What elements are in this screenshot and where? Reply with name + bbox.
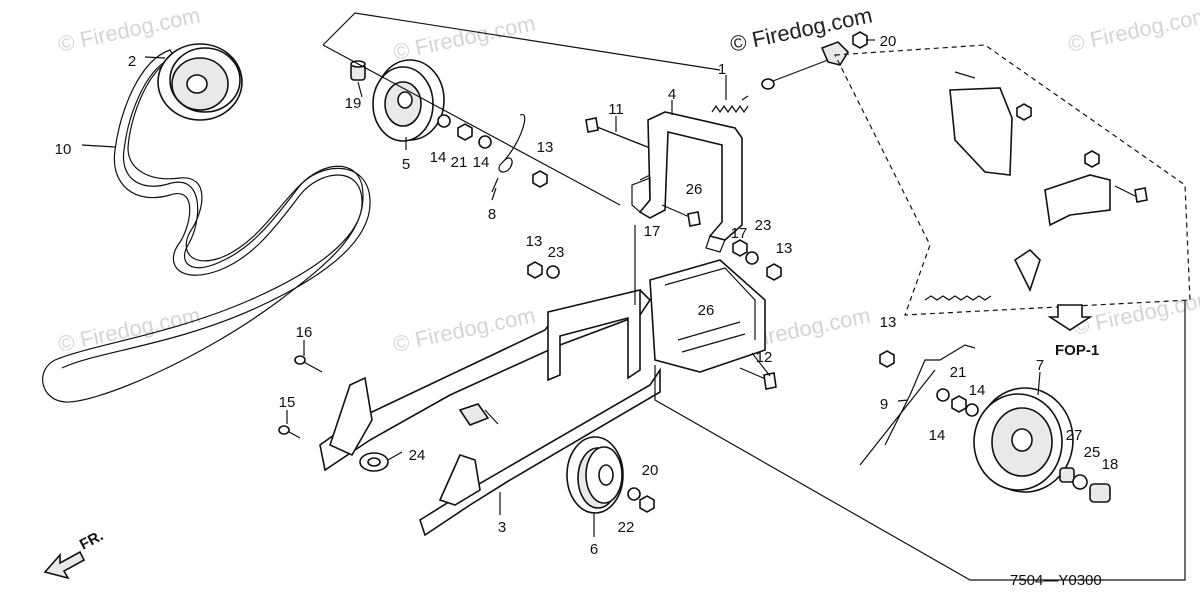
bracket-part-4 <box>631 111 743 253</box>
callout-14: 14 <box>430 149 447 166</box>
callout-26: 26 <box>698 302 715 319</box>
leader-lines <box>81 39 1041 537</box>
reference-label: FOP-1 <box>1055 342 1099 359</box>
callout-14: 14 <box>929 427 946 444</box>
callout-7: 7 <box>1036 357 1044 374</box>
callout-6: 6 <box>590 541 598 558</box>
callout-2: 2 <box>128 53 136 70</box>
fop-arrow-icon <box>1047 304 1093 331</box>
front-arrow-icon <box>43 550 86 580</box>
callout-27: 27 <box>1066 427 1083 444</box>
callout-13: 13 <box>526 233 543 250</box>
callout-23: 23 <box>755 217 772 234</box>
fitting-part-24 <box>359 452 389 472</box>
callout-21: 21 <box>451 154 468 171</box>
watermark-text: © Firedog.com <box>728 2 875 57</box>
callout-14: 14 <box>969 382 986 399</box>
callout-20: 20 <box>880 33 897 50</box>
watermark-text: © Firedog.com <box>1071 285 1200 340</box>
callout-24: 24 <box>409 447 426 464</box>
callout-13: 13 <box>537 139 554 156</box>
rod-part-9 <box>884 344 976 446</box>
callout-15: 15 <box>279 394 296 411</box>
callout-19: 19 <box>345 95 362 112</box>
callout-5: 5 <box>402 156 410 173</box>
clip-part-8 <box>491 113 526 193</box>
v-belt-part-10 <box>42 49 371 403</box>
small-hardware-group <box>437 31 1100 513</box>
drive-pulley-part-2 <box>157 43 243 121</box>
callout-1: 1 <box>718 61 726 78</box>
callout-12: 12 <box>756 349 773 366</box>
watermark-text: © Firedog.com <box>1066 2 1200 57</box>
callout-13: 13 <box>880 314 897 331</box>
callout-10: 10 <box>55 141 72 158</box>
callout-21: 21 <box>950 364 967 381</box>
callout-17: 17 <box>644 223 661 240</box>
diagram-code: 7504—Y0300 <box>1010 572 1102 589</box>
callout-23: 23 <box>548 244 565 261</box>
callout-16: 16 <box>296 324 313 341</box>
pulley-part-7 <box>973 387 1111 503</box>
spring-part-1 <box>711 95 749 114</box>
callout-4: 4 <box>668 86 676 103</box>
callout-9: 9 <box>880 396 888 413</box>
fop-inset <box>834 44 1191 316</box>
front-label: FR. <box>77 527 106 553</box>
callout-25: 25 <box>1084 444 1101 461</box>
callout-20: 20 <box>642 462 659 479</box>
arm-frame-part-3 <box>319 259 766 537</box>
callout-11: 11 <box>608 101 624 118</box>
callout-8: 8 <box>488 206 496 223</box>
idler-pulley-part-6 <box>566 436 624 514</box>
cable-rod <box>761 41 850 90</box>
callout-13: 13 <box>776 240 793 257</box>
callout-26: 26 <box>686 181 703 198</box>
callout-22: 22 <box>618 519 635 536</box>
callout-18: 18 <box>1102 456 1119 473</box>
callout-14: 14 <box>473 154 490 171</box>
bolt-part-11 <box>585 117 656 151</box>
assembly-lines <box>322 12 1186 581</box>
pulley-part-5 <box>372 59 445 142</box>
callout-3: 3 <box>498 519 506 536</box>
callout-17: 17 <box>731 225 748 242</box>
